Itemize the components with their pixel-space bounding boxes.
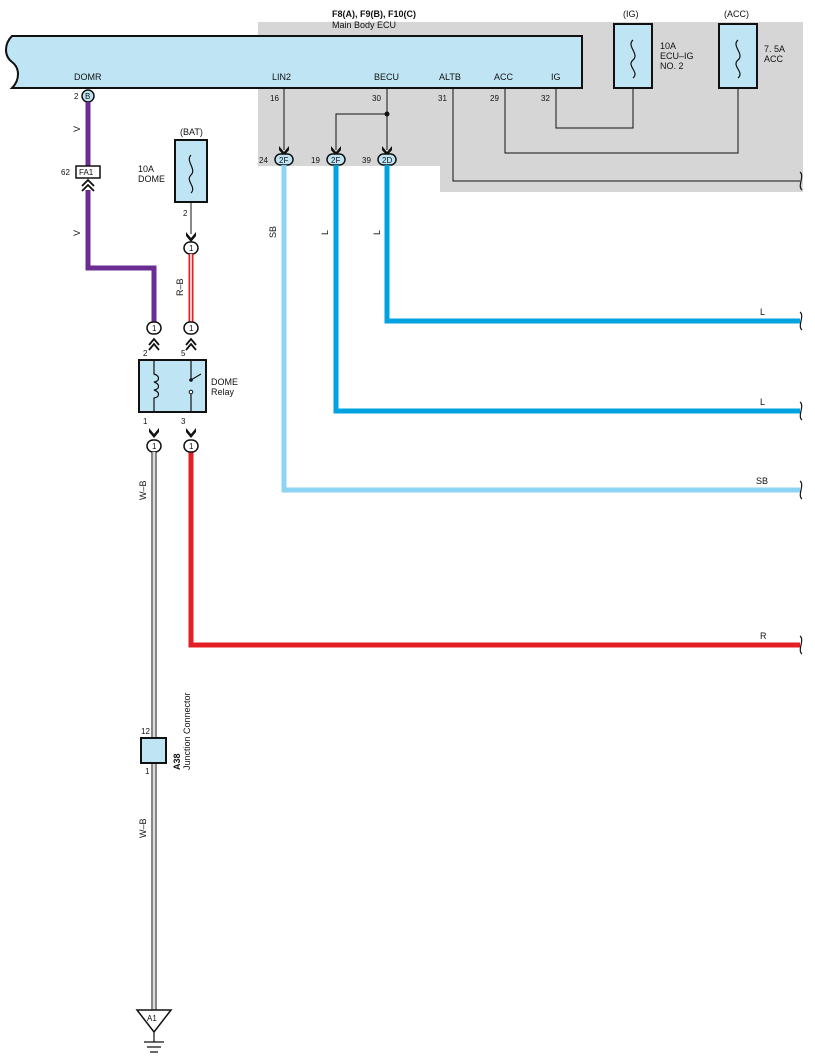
fuse-ig-rating: 10A	[660, 41, 676, 51]
connector-fa1	[75, 165, 101, 179]
relay-contact-icon	[188, 389, 194, 395]
break-mark-icon	[799, 171, 803, 191]
relay-name1: DOME	[211, 377, 238, 387]
connector-relay-r	[183, 439, 199, 453]
relay-pin-1: 1	[143, 417, 148, 426]
connector-relay-rb	[183, 321, 199, 335]
wire-label-rb: R–B	[175, 278, 185, 296]
terminal-ig: IG	[551, 72, 561, 82]
jc-becu-a-code: 2F	[331, 156, 340, 165]
chevron-down-icon	[149, 428, 159, 438]
bus-acc: (ACC)	[724, 9, 749, 19]
junction-pin-top: 12	[141, 727, 150, 736]
fuse-dome-name: DOME	[138, 174, 165, 184]
jc-becu-a-pin: 19	[311, 156, 320, 165]
wire-label-l-upper: L	[760, 307, 765, 317]
fuse-symbol-icon	[735, 39, 741, 79]
jc-lin2-code: 2F	[279, 156, 288, 165]
fuse-symbol-icon	[188, 154, 194, 194]
terminal-altb: ALTB	[439, 72, 461, 82]
dome-relay	[138, 359, 207, 413]
connector-relay-r-pin: 1	[189, 442, 194, 451]
bus-bat: (BAT)	[180, 127, 203, 137]
fuse-dome	[174, 139, 208, 203]
chevron-down-icon	[186, 428, 196, 438]
terminal-domr: DOMR	[74, 72, 102, 82]
splice-point	[384, 111, 390, 117]
ground-code: A1	[147, 1014, 157, 1023]
break-mark-icon	[799, 311, 803, 655]
ground-icon	[144, 1032, 164, 1053]
fuse-ig-name2: NO. 2	[660, 61, 684, 71]
wire-label-sb-vertical: SB	[268, 226, 278, 238]
main-body-ecu	[5, 35, 583, 89]
ecu-title: F8(A), F9(B), F10(C)	[332, 9, 416, 19]
terminal-lin2: LIN2	[272, 72, 291, 82]
wire-label-l-vertical: L	[320, 230, 330, 235]
wire-r	[188, 452, 800, 648]
fa1-pin: 62	[61, 168, 70, 177]
junction-pin-bottom: 1	[145, 767, 150, 776]
relay-pin-5: 5	[181, 349, 186, 358]
junction-code: A38	[172, 753, 182, 770]
double-chevron-icon	[185, 337, 197, 351]
relay-coil-icon	[153, 360, 160, 412]
pin-lin2: 16	[270, 94, 279, 103]
connector-relay-v-pin: 1	[152, 324, 157, 333]
double-chevron-icon	[81, 178, 95, 192]
junction-name: Junction Connector	[182, 692, 192, 770]
ecu-subtitle: Main Body ECU	[332, 20, 396, 30]
terminal-acc: ACC	[494, 72, 514, 82]
fuse-dome-rating: 10A	[138, 164, 154, 174]
fuse-acc	[718, 23, 758, 89]
ecu-internal-wiring	[283, 88, 800, 182]
wire-sb	[281, 165, 800, 493]
connector-relay-v	[146, 321, 162, 335]
terminal-becu: BECU	[374, 72, 399, 82]
wire-v	[85, 102, 157, 322]
pin-becu: 30	[372, 94, 381, 103]
wire-label-l-vertical: L	[372, 230, 382, 235]
relay-contact-icon	[189, 378, 193, 382]
pin-domr: 2	[74, 92, 79, 101]
wire-label-r: R	[760, 631, 767, 641]
junction-connector-a38	[140, 737, 167, 764]
fuse-ecu-ig-no2	[613, 23, 653, 89]
ground-point-a1	[135, 1009, 173, 1034]
relay-name2: Relay	[211, 387, 235, 397]
fuse-symbol-icon	[630, 39, 636, 79]
wire-label-v: V	[72, 230, 82, 236]
connector-rb-top-pin: 1	[189, 244, 194, 253]
wire-l-lower	[333, 165, 800, 414]
fuse-dome-pin: 2	[183, 209, 188, 218]
jc-lin2-pin: 24	[259, 156, 268, 165]
pin-altb: 31	[438, 94, 447, 103]
double-chevron-icon	[148, 337, 160, 351]
pin-ig: 32	[541, 94, 550, 103]
fuse-acc-rating: 7. 5A	[764, 44, 785, 54]
wire-label-l-lower: L	[760, 397, 765, 407]
connector-fa1-code: FA1	[79, 168, 94, 177]
wire-label-v: V	[72, 126, 82, 132]
wire-l-upper	[384, 165, 800, 324]
fuse-acc-name: ACC	[764, 54, 784, 64]
connector-domr-code: B	[85, 92, 90, 101]
relay-pin-2: 2	[143, 349, 148, 358]
connector-relay-rb-pin: 1	[189, 324, 194, 333]
bus-ig: (IG)	[623, 9, 639, 19]
wire-label-wb: W–B	[138, 480, 148, 500]
fuse-ig-name1: ECU–IG	[660, 51, 694, 61]
wire-label-sb: SB	[756, 476, 768, 486]
jc-becu-b-code: 2D	[382, 156, 392, 165]
wire-label-wb: W–B	[138, 818, 148, 838]
jc-becu-b-pin: 39	[362, 156, 371, 165]
connector-relay-wb-pin: 1	[152, 442, 157, 451]
pin-acc: 29	[490, 94, 499, 103]
chevron-down-icon	[186, 232, 196, 242]
relay-pin-3: 3	[181, 417, 186, 426]
